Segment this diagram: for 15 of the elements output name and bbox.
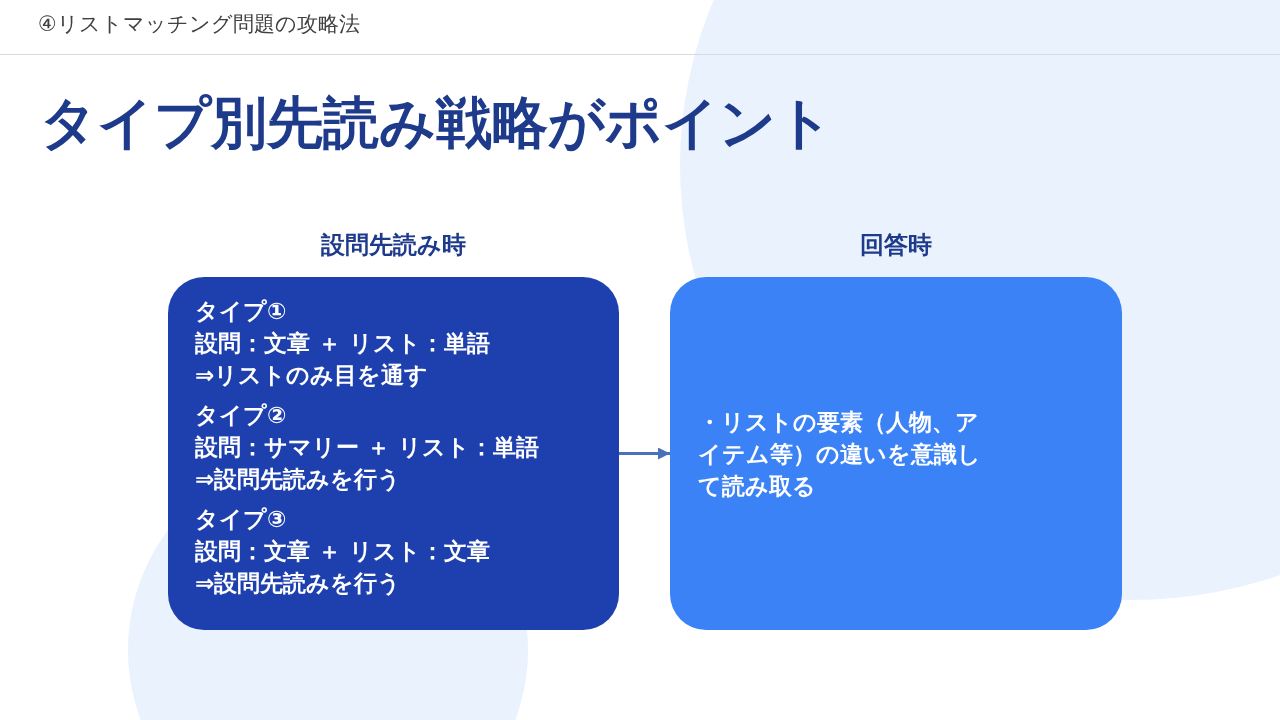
type-heading: タイプ②	[195, 401, 288, 430]
type-text: 設問：文章 ＋ リスト：文章	[195, 537, 491, 566]
column-heading: 設問先読み時	[320, 230, 467, 261]
bullet-text: ・リストの要素（人物、アイテム等）の違いを意識して読み取る	[698, 407, 982, 501]
type-text: ⇒設問先読みを行う	[195, 465, 403, 494]
slide-title: タイプ別先読み戦略がポイント	[40, 89, 833, 157]
section-header: ④リストマッチング問題の攻略法	[38, 11, 360, 38]
type-text: 設問：サマリー ＋ リスト：単語	[195, 433, 540, 462]
type-text: 設問：文章 ＋ リスト：単語	[195, 329, 491, 358]
type-heading: タイプ③	[195, 505, 288, 534]
type-heading: タイプ①	[195, 297, 288, 326]
type-text: ⇒リストのみ目を通す	[195, 361, 430, 390]
type-text: ⇒設問先読みを行う	[195, 569, 403, 598]
arrow	[619, 447, 670, 460]
column-heading: 回答時	[859, 230, 933, 261]
